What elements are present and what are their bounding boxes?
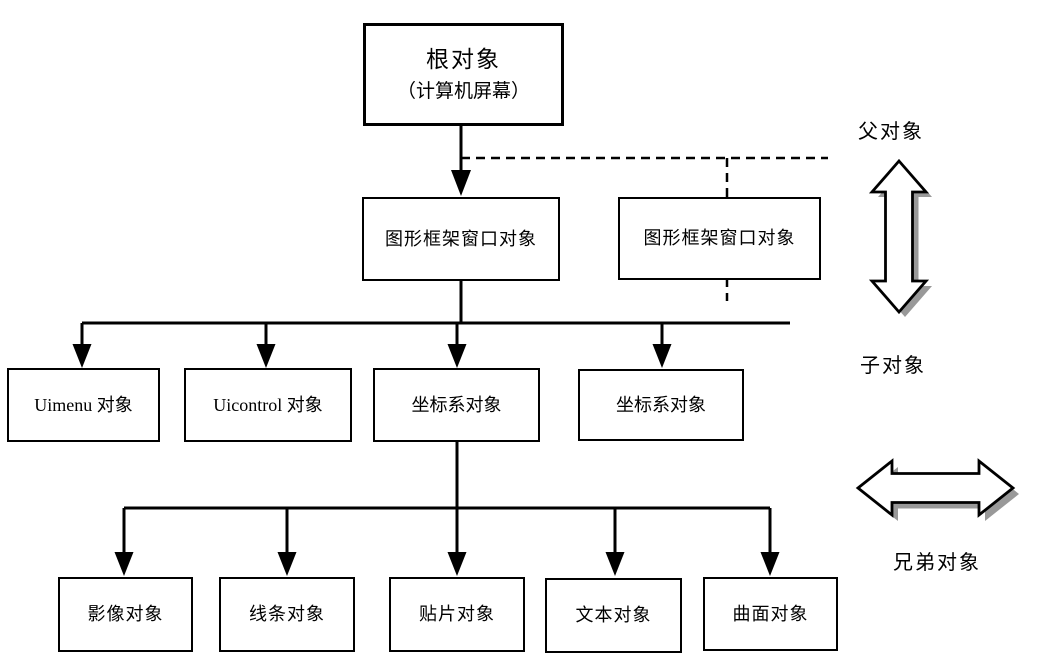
node-line-label: 线条对象 [249,604,325,625]
node-figure-window-2-label: 图形框架窗口对象 [643,228,796,249]
node-axes-1: 坐标系对象 [373,368,540,442]
node-uimenu-label: Uimenu 对象 [34,394,133,415]
level4-drop-arrows [114,508,780,576]
node-axes-2: 坐标系对象 [578,369,744,441]
node-text-label: 文本对象 [575,605,652,626]
node-root-object: 根对象 （计算机屏幕） [363,23,564,126]
node-root-subtitle: （计算机屏幕） [396,81,530,103]
parent-object-label: 父对象 [858,121,924,143]
node-patch-label: 贴片对象 [419,604,495,625]
vertical-double-arrow-icon [868,158,932,317]
node-uicontrol-label: Uicontrol 对象 [213,394,323,415]
node-root-title: 根对象 [426,47,501,73]
node-figure-window-1-label: 图形框架窗口对象 [385,228,537,249]
node-line: 线条对象 [219,577,355,652]
node-image: 影像对象 [58,577,193,652]
node-text: 文本对象 [545,578,682,653]
level3-drop-arrows [72,323,672,368]
node-surface-label: 曲面对象 [732,603,809,624]
horizontal-double-arrow-icon [855,458,1019,521]
node-uimenu: Uimenu 对象 [7,368,160,442]
node-axes-1-label: 坐标系对象 [411,394,502,415]
sibling-object-label: 兄弟对象 [893,552,981,574]
child-object-label: 子对象 [860,355,926,377]
node-uicontrol: Uicontrol 对象 [184,368,352,442]
node-figure-window-2: 图形框架窗口对象 [618,197,821,280]
node-axes-2-label: 坐标系对象 [616,394,706,415]
root-to-figure-arrow [451,126,471,196]
node-figure-window-1: 图形框架窗口对象 [362,197,560,281]
node-patch: 贴片对象 [389,577,525,652]
node-surface: 曲面对象 [703,577,838,651]
node-image-label: 影像对象 [87,604,164,625]
